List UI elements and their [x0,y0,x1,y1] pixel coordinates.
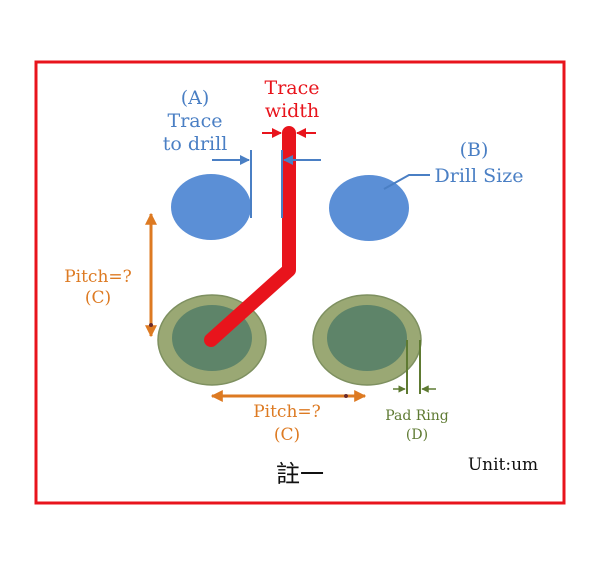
label-trace-line2: width [265,100,319,122]
label-a-line2: to drill [163,133,228,155]
pad-inner-right [327,305,407,371]
label-unit: Unit:um [468,455,538,475]
label-note: 註一 [276,460,324,488]
label-b-text: Drill Size [435,165,524,187]
outer-frame [34,60,566,505]
label-a-line1: Trace [168,110,223,132]
label-pad-ring-line1: Pad Ring [385,408,449,424]
pitch-vertical-endpoint [149,323,153,327]
drill-size-leader [383,174,430,190]
label-pitch-horizontal-line1: Pitch=? [253,402,321,422]
pitch-horizontal-endpoint [344,394,348,398]
drill-hole-right [329,175,409,241]
label-pitch-vertical-line1: Pitch=? [64,267,132,287]
label-trace-line1: Trace [265,77,320,99]
label-pitch-horizontal-line2: (C) [274,425,300,445]
label-pad-ring-line2: (D) [406,427,428,443]
trace-line [204,126,296,347]
label-b-letter: (B) [460,139,489,161]
drill-hole-left [171,174,251,240]
label-a-letter: (A) [181,87,210,109]
label-pitch-vertical-line2: (C) [85,288,111,308]
